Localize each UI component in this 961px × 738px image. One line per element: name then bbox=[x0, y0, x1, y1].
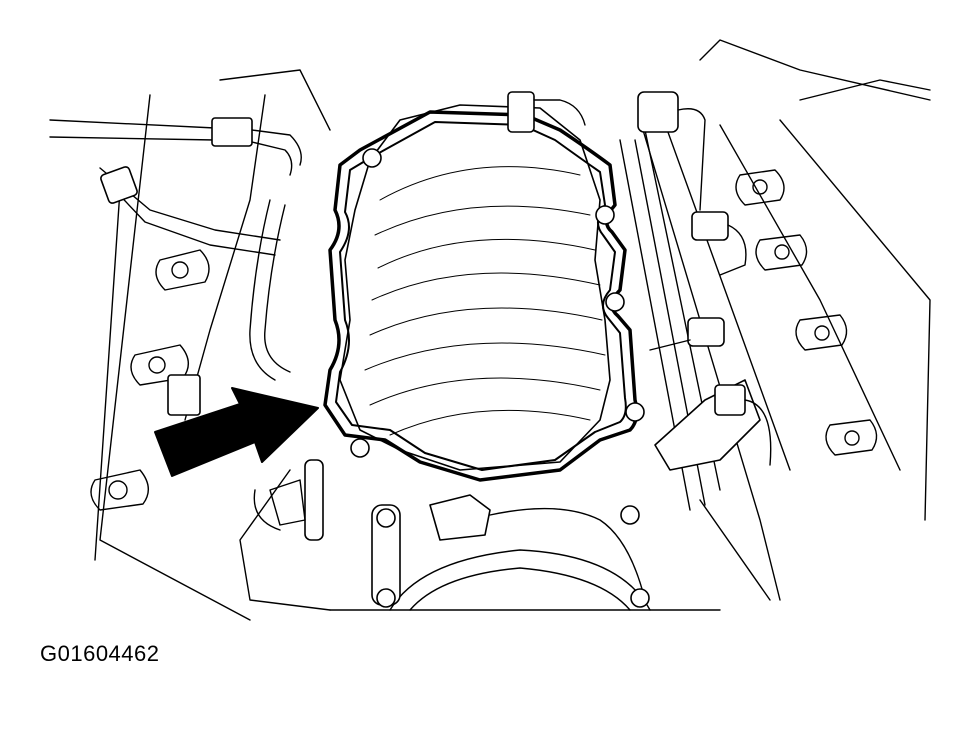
throttle-body bbox=[253, 459, 651, 611]
top-connector bbox=[507, 91, 586, 133]
intake-plenum bbox=[339, 104, 611, 471]
arrow-icon bbox=[154, 387, 319, 477]
engine-body bbox=[94, 39, 931, 621]
left-bolt-holes bbox=[90, 249, 210, 511]
figure-id-label: G01604462 bbox=[40, 641, 160, 666]
right-fuel-rail bbox=[619, 91, 772, 511]
left-wiring bbox=[49, 117, 302, 381]
right-bolt-holes bbox=[735, 169, 878, 456]
gasket bbox=[323, 110, 645, 482]
